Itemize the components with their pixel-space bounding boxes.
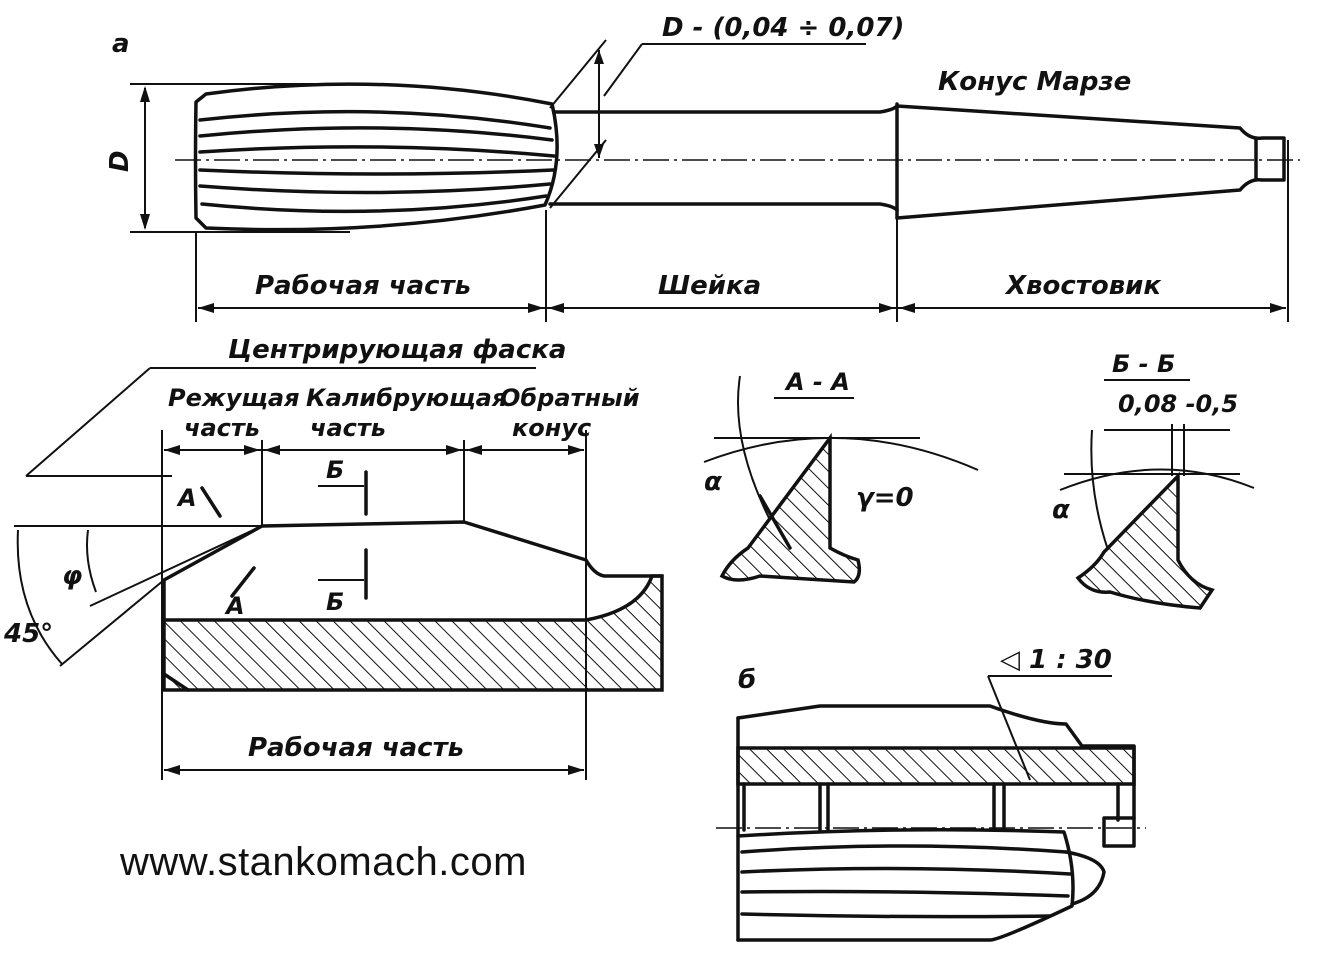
section-a-label-bottom: А	[224, 592, 245, 620]
arrow-icon	[446, 445, 462, 455]
section-a-marker	[230, 566, 256, 598]
cutting-label-1: Режущая	[168, 384, 300, 412]
section-aa-gamma: γ=0	[856, 483, 914, 513]
flute-line	[740, 866, 1072, 876]
tooth-section-aa	[719, 432, 862, 584]
circle-arc	[703, 436, 979, 471]
section-bb-alpha: α	[1052, 495, 1070, 525]
rake-line	[758, 494, 792, 550]
arrow-icon	[594, 144, 604, 158]
arrow-icon	[899, 303, 915, 313]
arrow-icon	[264, 445, 280, 455]
section-a-marker	[200, 486, 222, 518]
watermark-url: www.stankomach.com	[120, 840, 527, 884]
morse-taper-shank	[895, 104, 1286, 220]
drive-slot	[1102, 816, 1136, 848]
arrow-icon	[164, 765, 180, 775]
chamfer-edge	[162, 672, 190, 692]
reverse-label-2: конус	[512, 414, 591, 442]
flute-envelope	[736, 828, 1075, 942]
arrow-icon	[140, 214, 150, 230]
flute-line	[740, 912, 1052, 919]
arrow-icon	[548, 303, 564, 313]
working-part-body	[193, 82, 559, 232]
shell-hatched-wall	[736, 746, 1136, 786]
calibrating-label-1: Калибрующая	[306, 384, 507, 412]
tolerance-callout	[603, 43, 643, 97]
section-a-a: А - А α γ=0	[703, 368, 979, 584]
arrow-icon	[594, 50, 604, 64]
section-aa-alpha: α	[704, 467, 722, 497]
flute-line	[740, 844, 1068, 854]
section-label-shank: Хвостовик	[1004, 271, 1162, 301]
section-b-b: Б - Б 0,08 -0,5 α	[1052, 350, 1255, 610]
section-a-label-top: А	[176, 484, 197, 512]
section-b-label-bottom: Б	[326, 588, 344, 616]
arrow-icon	[140, 86, 150, 102]
view-b-shell-reamer: б ◁ 1 : 30	[716, 645, 1146, 942]
arrow-icon	[528, 303, 544, 313]
section-bb-dimension: 0,08 -0,5	[1118, 390, 1238, 418]
hatched-body	[162, 574, 664, 692]
chamfer-label: Центрирующая фаска	[228, 335, 566, 365]
arrow-icon	[244, 445, 260, 455]
alpha-arc	[1090, 429, 1109, 551]
working-part-label: Рабочая часть	[248, 733, 464, 763]
neck-bottom	[548, 202, 899, 212]
tooth-profile	[162, 520, 664, 582]
angle-45-arc	[16, 529, 63, 665]
flute-line	[200, 194, 548, 214]
arrow-icon	[879, 303, 895, 313]
flute-line	[198, 126, 554, 142]
flute-line	[198, 145, 556, 158]
flute-line	[198, 168, 555, 176]
section-b-label-top: Б	[326, 456, 344, 484]
section-bb-title: Б - Б	[1112, 350, 1175, 378]
angle-phi-label: φ	[62, 561, 82, 591]
angle-phi-arc	[86, 529, 97, 593]
arrow-icon	[466, 445, 482, 455]
tooth-section-bb	[1075, 471, 1215, 610]
flute-line	[740, 889, 1070, 898]
view-b-label: б	[738, 665, 756, 695]
shoulder-curve	[1064, 850, 1106, 906]
working-part-detail: Центрирующая фаска Режущая часть Калибру…	[3, 335, 664, 780]
section-label-working: Рабочая часть	[255, 271, 471, 301]
section-aa-title: А - А	[784, 368, 850, 396]
angle-45-line	[59, 579, 165, 667]
circle-arc	[1059, 468, 1255, 491]
d-label: D	[105, 150, 135, 172]
tolerance-leader	[549, 39, 607, 109]
arrow-icon	[568, 445, 584, 455]
cutting-label-2: часть	[184, 414, 260, 442]
morse-taper-label: Конус Марзе	[938, 67, 1131, 97]
calibrating-label-2: часть	[310, 414, 386, 442]
arrow-icon	[198, 303, 214, 313]
shell-outer-top	[736, 704, 1136, 820]
section-label-neck: Шейка	[658, 271, 761, 301]
arrow-icon	[568, 765, 584, 775]
reverse-label-1: Обратный	[500, 384, 640, 412]
arrow-icon	[164, 445, 180, 455]
flute-line	[198, 182, 552, 195]
angle-phi-line	[89, 525, 263, 607]
arrow-icon	[1270, 303, 1286, 313]
angle-45-label: 45°	[3, 619, 53, 649]
chamfer-callout	[25, 367, 151, 477]
view-a-label: а	[112, 29, 130, 59]
taper-ratio-label: ◁ 1 : 30	[1000, 645, 1112, 675]
neck-top	[553, 104, 899, 114]
alpha-arc	[737, 375, 771, 521]
flute-line	[198, 109, 552, 130]
view-a-reamer: а D D - (0,04 ÷ 0,07) Конус Ма	[105, 13, 1300, 322]
tolerance-label: D - (0,04 ÷ 0,07)	[662, 13, 904, 43]
